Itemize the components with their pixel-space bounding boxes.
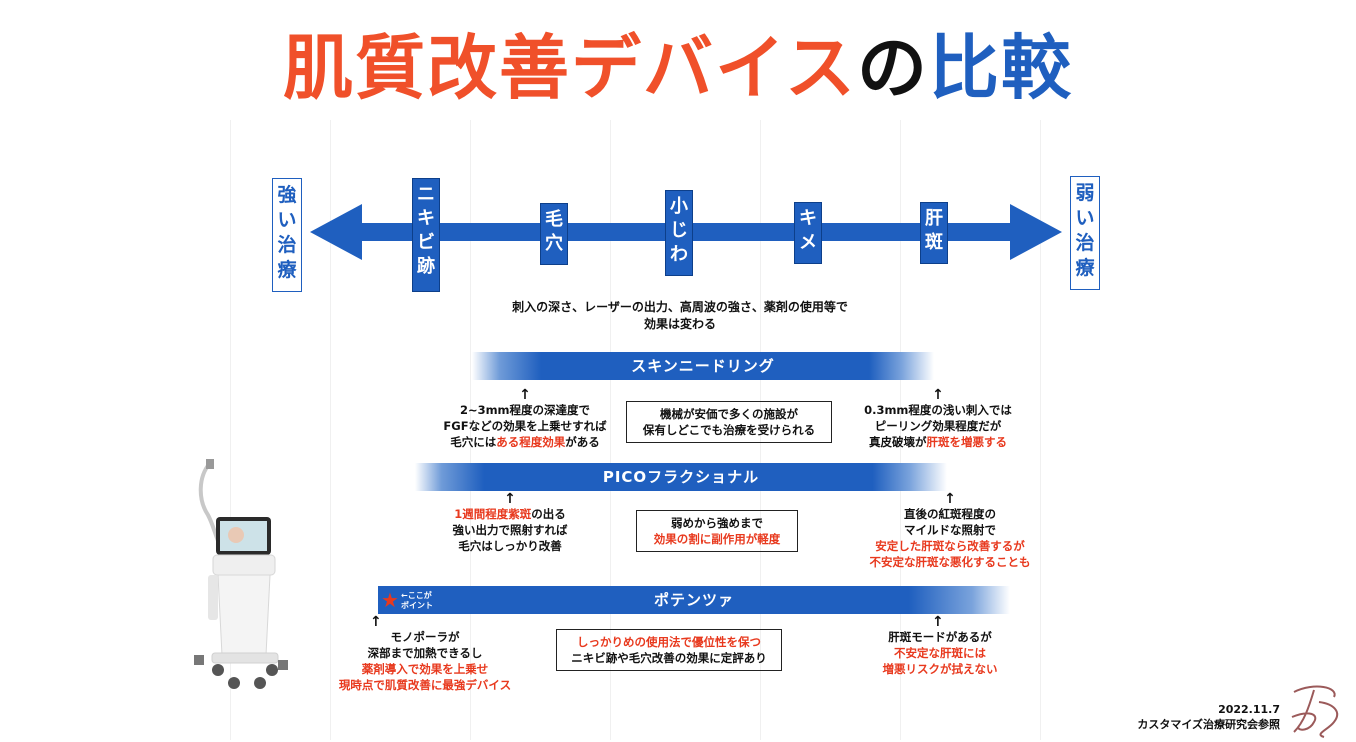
label-char: 治 bbox=[1075, 232, 1095, 254]
skin-needling-left-note: ↑ 2~3mm程度の深達度で FGFなどの効果を上乗せすれば 毛穴にはある程度効… bbox=[440, 388, 610, 450]
signature-logo bbox=[1291, 685, 1339, 738]
label-char: メ bbox=[799, 232, 817, 253]
point-marker: ★ ←ここが ポイント bbox=[379, 588, 439, 612]
note-line: FGFなどの効果を上乗せすれば bbox=[443, 419, 607, 433]
strong-treatment-label: 強 い 治 療 bbox=[272, 178, 302, 292]
section-band-skin-needling: スキンニードリング bbox=[472, 352, 934, 380]
note-highlight: ある程度効果 bbox=[496, 435, 566, 449]
up-arrow-icon: ↑ bbox=[504, 491, 516, 507]
label-char: ビ bbox=[417, 232, 435, 253]
point-ribbon: ←ここが ポイント bbox=[401, 591, 433, 611]
note-line: 真皮破壊が肝斑を増悪する bbox=[848, 434, 1028, 450]
device-illustration bbox=[194, 459, 288, 689]
scale-label-pores: 毛 穴 bbox=[540, 203, 568, 265]
title-part-3: 比較 bbox=[928, 27, 1073, 109]
skin-needling-center-box: 機械が安価で多くの施設が 保有しどこでも治療を受けられる bbox=[626, 401, 832, 443]
ribbon-line: ←ここが bbox=[401, 591, 432, 600]
label-char: じ bbox=[670, 220, 688, 241]
note-highlight: 安定した肝斑なら改善するが bbox=[875, 539, 1025, 553]
note-text: がある bbox=[565, 435, 600, 449]
note-line: 保有しどこでも治療を受けられる bbox=[642, 423, 816, 437]
note-highlight: しっかりめの使用法で優位性を保つ bbox=[577, 635, 761, 649]
up-arrow-icon: ↑ bbox=[932, 387, 944, 403]
label-char: 治 bbox=[277, 234, 297, 256]
label-char: 肝 bbox=[925, 208, 943, 229]
note-line: モノポーラが bbox=[390, 630, 460, 644]
up-arrow-icon: ↑ bbox=[519, 387, 531, 403]
note-text: の出る bbox=[531, 507, 566, 521]
footer: 2022.11.7 カスタマイズ治療研究会参照 bbox=[1040, 702, 1280, 732]
ribbon-line: ポイント bbox=[401, 601, 433, 610]
label-char: キ bbox=[417, 208, 435, 229]
star-icon: ★ bbox=[381, 588, 399, 612]
note-line: 毛穴にはある程度効果がある bbox=[440, 434, 610, 450]
label-char: 療 bbox=[1075, 257, 1095, 279]
note-highlight: 効果の割に副作用が軽度 bbox=[653, 532, 781, 546]
label-char: 強 bbox=[277, 184, 297, 206]
note-line: マイルドな照射で bbox=[904, 523, 996, 537]
note-text: 毛穴には bbox=[450, 435, 497, 449]
scale-label-texture: キ メ bbox=[794, 202, 822, 264]
potenza-left-note: ↑ モノポーラが 深部まで加熱できるし 薬剤導入で効果を上乗せ 現時点で肌質改善… bbox=[315, 615, 535, 693]
pico-center-box: 弱めから強めまで 効果の割に副作用が軽度 bbox=[636, 510, 798, 552]
scale-note: 刺入の深さ、レーザーの出力、高周波の強さ、薬剤の使用等で 効果は変わる bbox=[430, 299, 930, 333]
scale-label-acne-scar: ニ キ ビ 跡 bbox=[412, 178, 440, 292]
note-line: 毛穴はしっかり改善 bbox=[458, 539, 562, 553]
note-line: ピーリング効果程度だが bbox=[874, 419, 1002, 433]
note-highlight: 不安定な肝斑な悪化することも bbox=[869, 555, 1031, 569]
scale-note-line: 刺入の深さ、レーザーの出力、高周波の強さ、薬剤の使用等で bbox=[512, 300, 848, 314]
title-part-2: の bbox=[856, 27, 929, 109]
note-highlight: 薬剤導入で効果を上乗せ bbox=[361, 662, 489, 676]
scale-label-melasma: 肝 斑 bbox=[920, 202, 948, 264]
up-arrow-icon: ↑ bbox=[370, 614, 382, 630]
label-char: い bbox=[277, 209, 297, 231]
note-line: 肝斑モードがあるが bbox=[888, 630, 992, 644]
note-line: ニキビ跡や毛穴改善の効果に定評あり bbox=[571, 651, 767, 665]
note-line: 強い出力で照射すれば bbox=[452, 523, 568, 537]
pico-right-note: ↑ 直後の紅斑程度の マイルドな照射で 安定した肝斑なら改善するが 不安定な肝斑… bbox=[840, 492, 1060, 570]
note-highlight: 現時点で肌質改善に最強デバイス bbox=[338, 678, 512, 692]
section-band-potenza: ポテンツァ bbox=[378, 586, 1010, 614]
potenza-center-box: しっかりめの使用法で優位性を保つ ニキビ跡や毛穴改善の効果に定評あり bbox=[556, 629, 782, 671]
label-char: ニ bbox=[417, 184, 435, 205]
label-char: キ bbox=[799, 208, 817, 229]
label-char: 毛 bbox=[545, 209, 563, 230]
note-line: 0.3mm程度の浅い刺入では bbox=[864, 403, 1012, 417]
note-line: 機械が安価で多くの施設が bbox=[660, 407, 798, 421]
title-part-1: 肌質改善デバイス bbox=[283, 27, 857, 109]
note-line: 直後の紅斑程度の bbox=[904, 507, 996, 521]
note-line: 深部まで加熱できるし bbox=[367, 646, 483, 660]
page-title: 肌質改善デバイスの比較 bbox=[0, 18, 1356, 118]
note-highlight: 1週間程度紫斑 bbox=[454, 507, 532, 521]
note-highlight: 増悪リスクが拭えない bbox=[882, 662, 998, 676]
label-char: 跡 bbox=[417, 256, 435, 277]
up-arrow-icon: ↑ bbox=[944, 491, 956, 507]
note-line: 2~3mm程度の深達度で bbox=[459, 403, 591, 417]
weak-treatment-label: 弱 い 治 療 bbox=[1070, 176, 1100, 290]
scale-label-wrinkles: 小 じ わ bbox=[665, 190, 693, 276]
up-arrow-icon: ↑ bbox=[932, 614, 944, 630]
section-band-pico-fractional: PICOフラクショナル bbox=[415, 463, 947, 491]
potenza-right-note: ↑ 肝斑モードがあるが 不安定な肝斑には 増悪リスクが拭えない bbox=[850, 615, 1030, 677]
label-char: い bbox=[1075, 207, 1095, 229]
note-highlight: 不安定な肝斑には bbox=[894, 646, 986, 660]
skin-needling-right-note: ↑ 0.3mm程度の浅い刺入では ピーリング効果程度だが 真皮破壊が肝斑を増悪す… bbox=[848, 388, 1028, 450]
label-char: 小 bbox=[670, 196, 688, 217]
pico-left-note: ↑ 1週間程度紫斑の出る 強い出力で照射すれば 毛穴はしっかり改善 bbox=[425, 492, 595, 554]
note-line: 1週間程度紫斑の出る bbox=[425, 506, 595, 522]
label-char: 穴 bbox=[545, 233, 563, 254]
label-char: 療 bbox=[277, 259, 297, 281]
note-highlight: 肝斑を増悪する bbox=[926, 435, 1008, 449]
scale-note-line: 効果は変わる bbox=[643, 317, 716, 331]
footer-date: 2022.11.7 bbox=[1218, 703, 1280, 716]
label-char: わ bbox=[670, 244, 688, 265]
note-line: 弱めから強めまで bbox=[671, 516, 763, 530]
label-char: 斑 bbox=[925, 232, 943, 253]
note-text: 真皮破壊が bbox=[869, 435, 927, 449]
label-char: 弱 bbox=[1075, 182, 1095, 204]
footer-source: カスタマイズ治療研究会参照 bbox=[1137, 718, 1280, 731]
